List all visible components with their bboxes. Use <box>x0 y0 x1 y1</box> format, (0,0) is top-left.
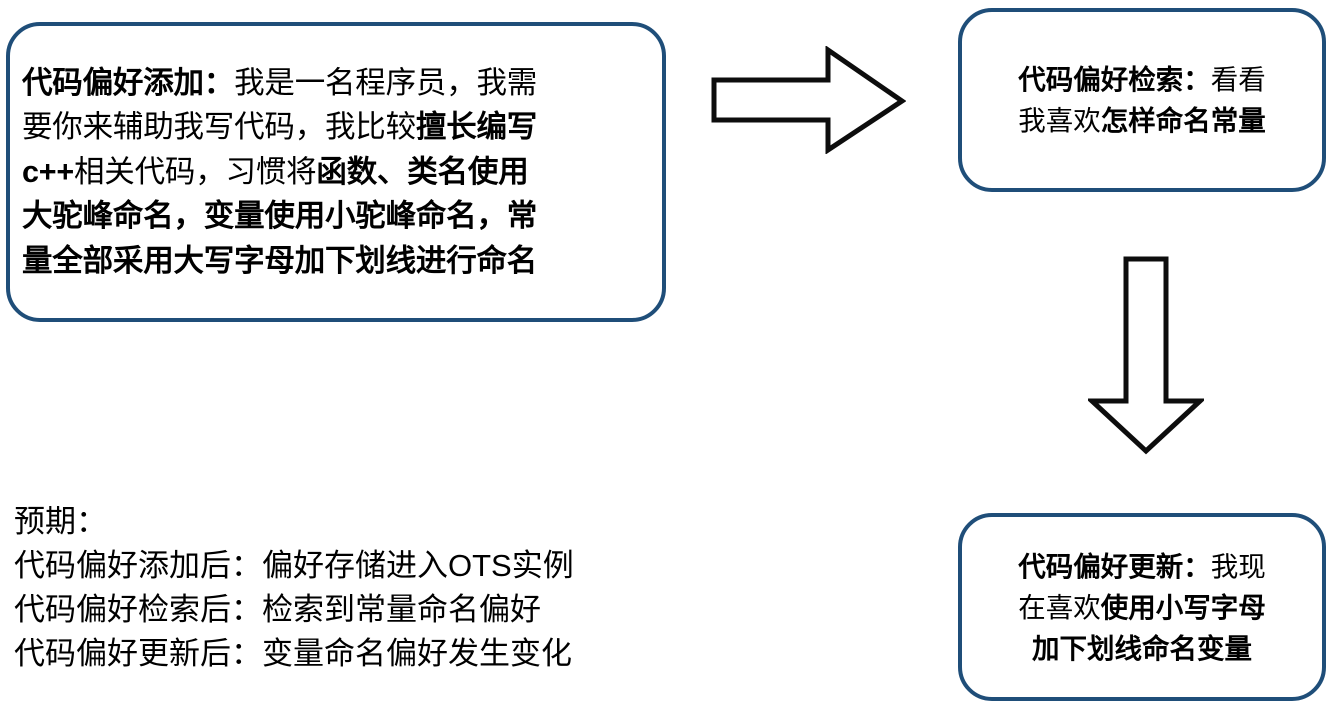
expectations-item: 代码偏好添加后：偏好存储进入OTS实例 <box>14 548 574 583</box>
callout-segment: 代码偏好检索： <box>1018 64 1211 95</box>
callout-segment: 我现 <box>1210 550 1266 582</box>
callout-segment: 量全部采用大写字母加下划线进行命名 <box>22 243 538 278</box>
callout-line: 代码偏好添加：我是一名程序员，我需 <box>22 61 650 106</box>
callout-box-preference-update-text: 代码偏好更新：我现 在喜欢使用小写字母 加下划线命名变量 <box>962 546 1322 669</box>
callout-segment: 擅长编写 <box>415 110 538 145</box>
callout-box-preference-retrieve: 代码偏好检索：看看 我喜欢怎样命名常量 <box>958 8 1326 192</box>
callout-segment: 我喜欢 <box>1018 105 1101 136</box>
expectations-heading: 预期： <box>14 504 107 539</box>
arrow-down-shape <box>1088 256 1204 455</box>
arrow-right-block-icon <box>710 46 906 154</box>
callout-line: 代码偏好检索：看看 <box>976 59 1308 100</box>
callout-segment: 大驼峰命名，变量使用小驼峰命名，常 <box>22 199 538 234</box>
arrow-down-block-icon <box>1088 255 1204 455</box>
callout-line: 加下划线命名变量 <box>976 628 1308 669</box>
callout-line: 要你来辅助我写代码，我比较擅长编写 <box>22 105 650 150</box>
callout-line: c++相关代码，习惯将函数、类名使用 <box>22 150 650 195</box>
callout-line: 我喜欢怎样命名常量 <box>976 100 1308 141</box>
callout-box-preference-retrieve-text: 代码偏好检索：看看 我喜欢怎样命名常量 <box>962 59 1322 141</box>
callout-segment: 在喜欢 <box>1018 591 1101 623</box>
callout-segment: 代码偏好添加： <box>22 65 235 100</box>
expectations-block: 预期： 代码偏好添加后：偏好存储进入OTS实例 代码偏好检索后：检索到常量命名偏… <box>14 500 774 676</box>
callout-segment: c++ <box>22 154 74 189</box>
callout-segment: 看看 <box>1210 64 1266 95</box>
callout-segment: 代码偏好更新： <box>1018 550 1211 582</box>
callout-segment: 我是一名程序员，我需 <box>234 65 538 100</box>
callout-line: 大驼峰命名，变量使用小驼峰命名，常 <box>22 194 650 239</box>
callout-segment: 加下划线命名变量 <box>1032 632 1252 664</box>
expectations-item: 代码偏好更新后：变量命名偏好发生变化 <box>14 636 572 671</box>
callout-line: 量全部采用大写字母加下划线进行命名 <box>22 239 650 284</box>
arrow-right-shape <box>711 46 906 154</box>
expectations-item: 代码偏好检索后：检索到常量命名偏好 <box>14 592 541 627</box>
callout-line: 在喜欢使用小写字母 <box>976 587 1308 628</box>
callout-segment: 相关代码，习惯将 <box>74 154 317 189</box>
callout-segment: 使用小写字母 <box>1100 591 1266 623</box>
callout-box-preference-add-text: 代码偏好添加：我是一名程序员，我需 要你来辅助我写代码，我比较擅长编写 c++相… <box>10 61 662 284</box>
callout-box-preference-add: 代码偏好添加：我是一名程序员，我需 要你来辅助我写代码，我比较擅长编写 c++相… <box>6 22 666 322</box>
callout-box-preference-update: 代码偏好更新：我现 在喜欢使用小写字母 加下划线命名变量 <box>958 513 1326 701</box>
callout-segment: 要你来辅助我写代码，我比较 <box>22 110 416 145</box>
callout-segment: 函数、类名使用 <box>316 154 529 189</box>
callout-line: 代码偏好更新：我现 <box>976 546 1308 587</box>
callout-segment: 怎样命名常量 <box>1100 105 1266 136</box>
